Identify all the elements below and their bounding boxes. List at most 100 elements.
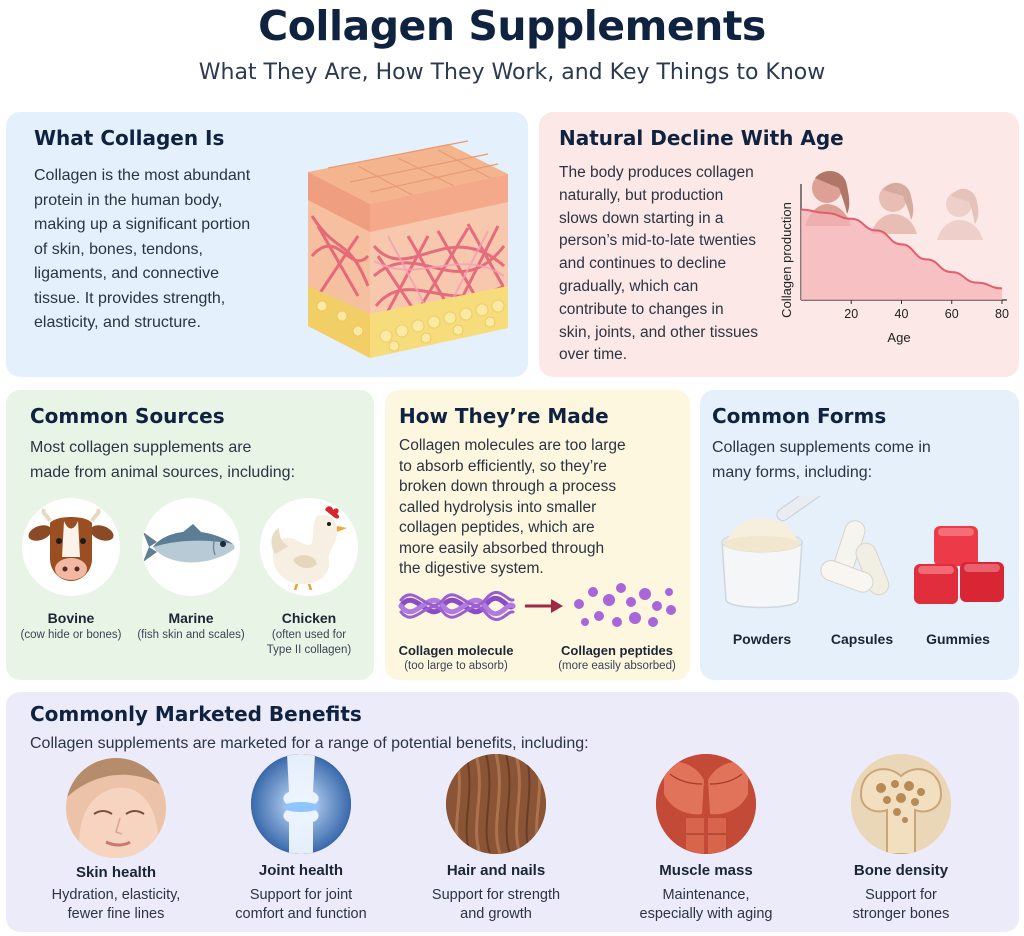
text-line: slows down starting in a [559,209,724,227]
hair-icon [446,754,546,854]
benefit-name-muscle: Muscle mass [659,862,753,879]
text-line: person’s mid-to-late twenties [559,232,756,250]
what-collagen-text: Collagen is the most abundant protein in… [34,164,294,336]
page-title: Collagen Supplements [258,2,766,50]
collagen-peptides-icon [574,583,676,627]
skin-layers-illustration-icon [308,140,508,358]
desc-line: especially with aging [639,906,773,922]
benefit-desc-hair: Support for strength and growth [406,886,586,924]
desc-line: stronger bones [852,906,950,922]
source-name-chicken: Chicken [281,610,337,626]
chart-area-fill [801,209,1002,300]
collagen-molecule-icon [398,591,516,621]
source-desc-marine: (fish skin and scales) [126,628,256,643]
form-name-capsules: Capsules [830,631,894,647]
text-line: broken down through a process [399,478,617,495]
text-line: called hydrolysis into smaller [399,498,597,516]
sources-heading: Common Sources [30,404,225,428]
benefits-heading: Commonly Marketed Benefits [30,702,362,726]
text-line: to absorb efficiently, so they’re [399,457,607,475]
benefit-desc-muscle: Maintenance, especially with aging [616,886,796,924]
decline-panel: Natural Decline With Age The body produc… [539,112,1019,377]
text-line: Most collagen supplements are [30,439,252,456]
text-line: of skin, bones, tendons, [34,240,203,258]
benefit-desc-joint: Support for joint comfort and function [211,886,391,924]
what-collagen-panel: What Collagen Is Collagen is the most ab… [6,112,528,377]
forms-panel: Common Forms Collagen supplements come i… [700,390,1019,680]
desc-line: comfort and function [235,906,367,922]
desc-line: (often used for [271,629,347,641]
decline-heading: Natural Decline With Age [559,126,844,150]
fish-icon [142,498,240,596]
text-line: protein in the human body, [34,191,223,209]
benefit-name-joint: Joint health [258,862,344,879]
source-name-bovine: Bovine [47,610,95,626]
benefit-name-bone: Bone density [853,862,949,879]
text-line: elasticity, and structure. [34,314,201,331]
desc-line: Maintenance, [662,887,750,903]
molecule-label: Collagen molecule [398,643,514,658]
benefits-intro: Collagen supplements are marketed for a … [30,735,589,752]
peptides-desc: (more easily absorbed) [558,660,676,672]
benefit-desc-bone: Support for stronger bones [811,886,991,924]
text-line: and continues to decline [559,255,727,273]
source-desc-chicken: (often used for Type II collagen) [244,628,374,658]
cow-icon [22,498,120,596]
what-collagen-heading: What Collagen Is [34,126,225,150]
face-icon [66,758,166,858]
desc-line: Support for [865,887,937,903]
knee-joint-icon [251,754,351,854]
decline-text: The body produces collagen naturally, bu… [559,162,789,367]
text-line: contribute to changes in [559,300,724,318]
sources-panel: Common Sources Most collagen supplements… [6,390,374,680]
desc-line: Support for strength [431,887,561,903]
chart-ylabel: Collagen production [779,202,794,318]
form-name-powders: Powders [732,631,792,647]
form-name-gummies: Gummies [926,631,990,647]
desc-line: fewer fine lines [67,906,165,922]
text-line: more easily absorbed through [399,539,605,557]
chart-series-line [800,208,1002,290]
desc-line: Hydration, elasticity, [51,887,181,903]
peptides-label: Collagen peptides [561,643,673,658]
muscle-icon [656,754,756,854]
text-line: gradually, which can [559,277,699,295]
text-line: Collagen is the most abundant [34,167,251,184]
chicken-icon [260,498,358,596]
desc-line: (cow hide or bones) [20,629,122,641]
hydrolysis-diagram [398,583,676,627]
sources-text: Most collagen supplements are made from … [30,436,360,485]
text-line: collagen peptides, which are [399,519,595,536]
text-line: made from animal sources, including: [30,463,296,481]
text-line: the digestive system. [399,560,544,577]
desc-line: (fish skin and scales) [137,629,245,641]
chart-x-tick-label: 20 [844,307,858,321]
chart-xlabel: Age [887,330,910,345]
text-line: naturally, but production [559,186,724,204]
text-line: Collagen supplements come in [712,439,931,456]
forms-text: Collagen supplements come in many forms,… [712,436,1002,485]
text-line: The body produces collagen [559,164,754,181]
text-line: making up a significant portion [34,216,251,233]
chart-x-tick-label: 60 [945,307,959,321]
benefit-name-hair: Hair and nails [446,862,546,879]
bone-icon [851,754,951,854]
chart-x-tick-label: 40 [895,307,909,321]
woman-silhouette-icon [805,171,983,240]
benefit-name-skin: Skin health [75,864,157,881]
desc-line: and growth [460,906,532,922]
text-line: ligaments, and connective [34,265,219,282]
molecule-desc: (too large to absorb) [404,660,508,672]
chart-x-tick-label: 80 [995,307,1009,321]
text-line: many forms, including: [712,463,873,481]
source-desc-bovine: (cow hide or bones) [6,628,136,643]
desc-line: Support for joint [249,887,353,903]
capsule-icon [820,520,890,596]
desc-line: Type II collagen) [266,644,352,656]
arrow-right-icon [525,599,563,613]
powder-scoop-icon [721,496,829,609]
source-name-marine: Marine [168,610,214,626]
text-line: Collagen molecules are too large [399,437,626,454]
page-subtitle: What They Are, How They Work, and Key Th… [198,60,826,85]
how-made-panel: How They’re Made Collagen molecules are … [385,390,690,680]
